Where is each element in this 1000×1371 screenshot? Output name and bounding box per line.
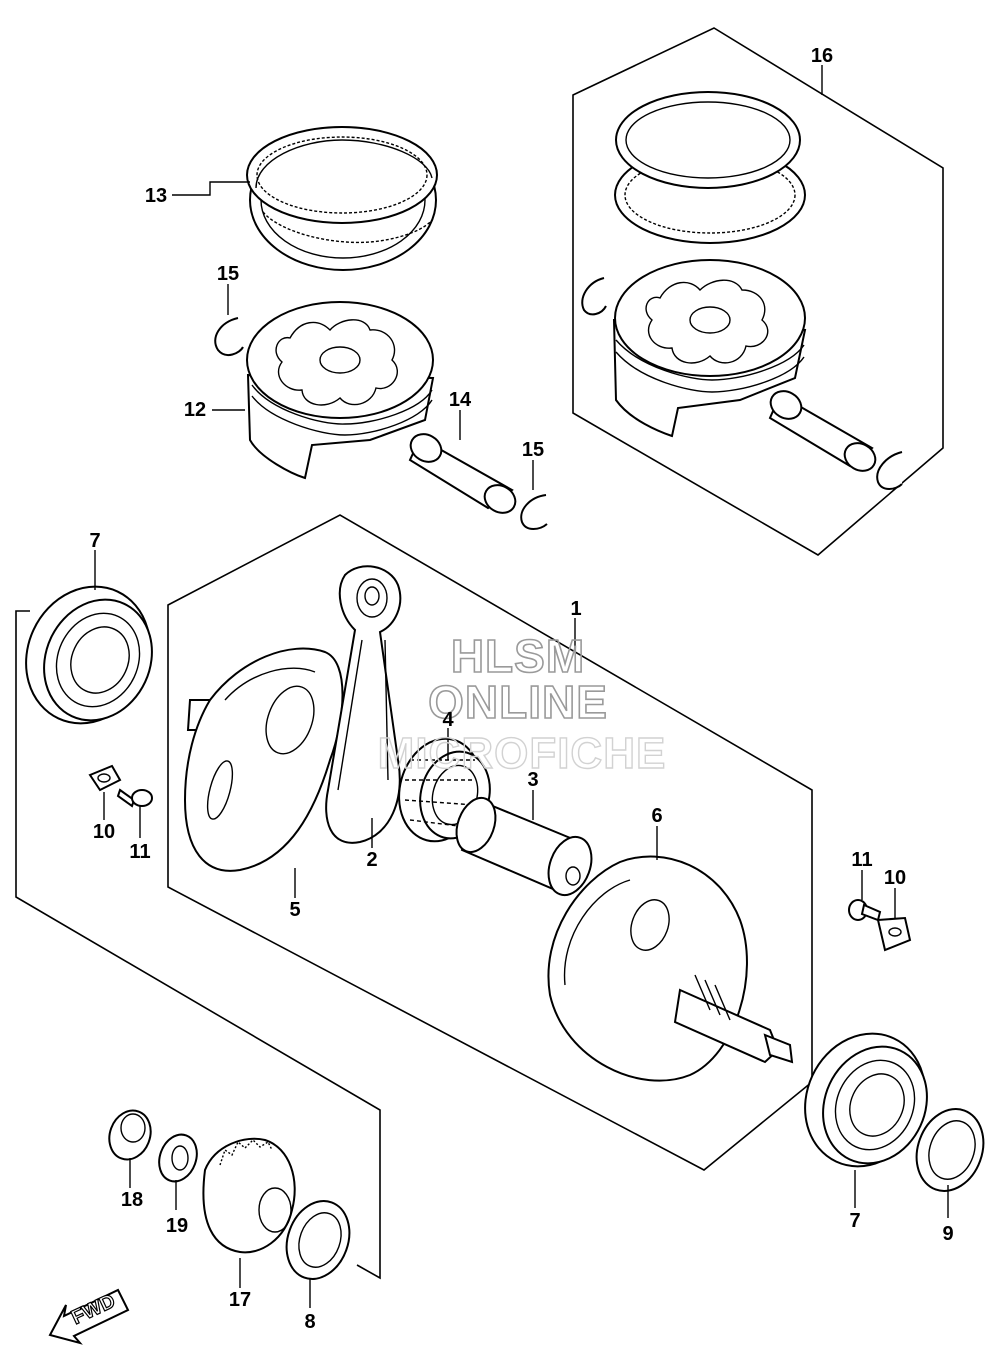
oil-seal-right [915, 1108, 985, 1192]
callout-3: 3 [527, 769, 538, 791]
callout-15-top: 15 [217, 263, 239, 285]
callout-4: 4 [442, 709, 454, 731]
crank-web-left [183, 647, 344, 872]
callout-11-left: 11 [129, 841, 150, 863]
callout-15-bottom: 15 [522, 439, 544, 461]
callout-8: 8 [304, 1311, 315, 1333]
callout-9: 9 [942, 1223, 953, 1245]
watermark: HLSM ONLINE MICROFICHE [377, 629, 667, 779]
callout-10-left: 10 [93, 821, 115, 843]
piston-set-pin [768, 390, 877, 472]
callout-12: 12 [184, 399, 206, 421]
callout-13: 13 [145, 185, 167, 207]
circlip-left [214, 317, 244, 357]
piston-set-frame [572, 27, 944, 556]
crankshaft-bearing-left [25, 585, 153, 725]
callout-19: 19 [166, 1215, 188, 1237]
callout-14: 14 [449, 389, 472, 411]
crank-pin [455, 796, 593, 897]
piston-ring-set [246, 126, 438, 271]
watermark-line1: HLSM [451, 630, 585, 682]
callout-10-right: 10 [884, 867, 906, 889]
leader-lines [94, 65, 949, 1308]
piston-set-circlip-left [581, 277, 607, 316]
callout-18: 18 [121, 1189, 143, 1211]
crankshaft-bearing-right [804, 1032, 928, 1168]
callout-17: 17 [229, 1289, 251, 1311]
fwd-arrow-icon: FWD [48, 1288, 130, 1345]
callout-11-right: 11 [851, 849, 872, 871]
oil-seal-left [285, 1200, 351, 1280]
watermark-line3: MICROFICHE [378, 729, 667, 778]
piston-set-rings [614, 91, 806, 244]
callout-16: 16 [811, 45, 833, 67]
callout-7-left: 7 [89, 530, 100, 552]
washer-gear [158, 1133, 198, 1183]
watermark-line2: ONLINE [428, 676, 608, 728]
callout-6: 6 [651, 805, 662, 827]
washer-left [88, 764, 122, 792]
piston-pin [408, 433, 517, 514]
piston [246, 301, 435, 480]
piston-set-circlip-right [876, 451, 903, 490]
callout-5: 5 [289, 899, 300, 921]
washer-right [876, 916, 912, 952]
callout-2: 2 [366, 849, 377, 871]
piston-set-piston [612, 259, 807, 438]
crank-web-right [547, 855, 794, 1082]
primary-drive-gear [202, 1137, 296, 1254]
callout-7-right: 7 [849, 1210, 860, 1232]
bolt-right [848, 899, 882, 922]
callout-1: 1 [570, 598, 581, 620]
circlip-right [520, 494, 548, 530]
outer-bracket [15, 610, 381, 1280]
connecting-rod [325, 565, 402, 844]
nut [108, 1109, 152, 1161]
bolt-left [116, 788, 153, 808]
